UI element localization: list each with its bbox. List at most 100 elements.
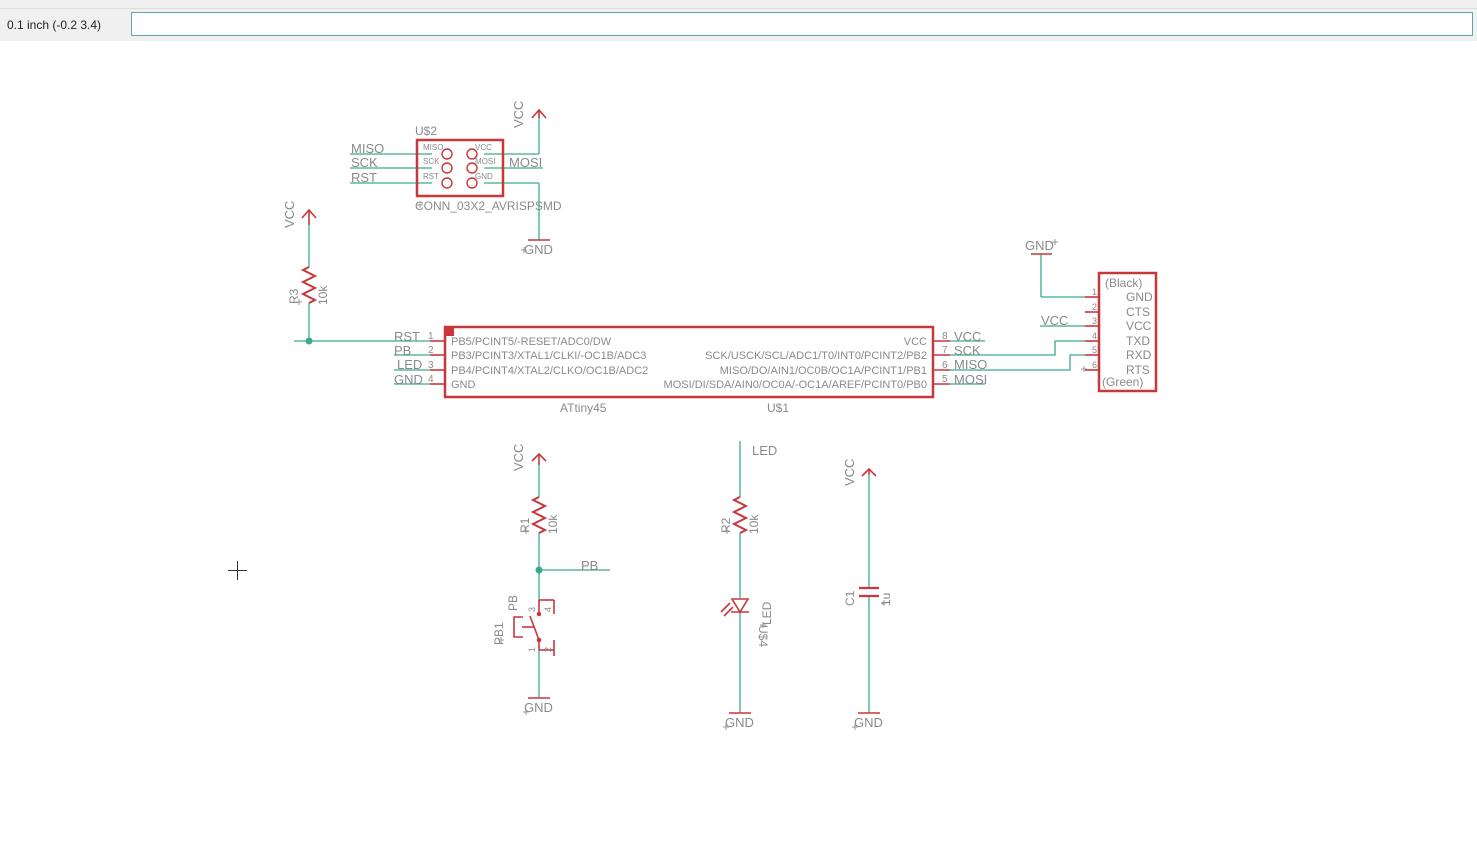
pin-number: 1: [1092, 287, 1097, 297]
gnd-label: GND: [524, 700, 553, 715]
part-value: CONN_03X2_AVRISPSMD: [415, 199, 562, 213]
isp-connector-u2[interactable]: MISO VCC SCK MOSI RST GND U$2 CONN_03X2_…: [415, 124, 562, 213]
net-label: VCC: [954, 329, 981, 344]
pin-function: PB5/PCINT5/-RESET/ADC0/DW: [451, 336, 612, 348]
pin-number: 3: [527, 607, 537, 612]
pin-number: 5: [1092, 345, 1097, 355]
pushbutton-pb1[interactable]: [513, 599, 555, 656]
pin-label: TXD: [1126, 334, 1150, 348]
net-label: RST: [394, 329, 420, 344]
pin-number: 3: [1092, 316, 1097, 326]
pin-label: SCK: [423, 157, 440, 166]
pin-function: PB3/PCINT3/XTAL1/CLKI/-OC1B/ADC3: [451, 350, 646, 362]
net-label: MISO: [351, 141, 384, 156]
net-label: VCC: [1041, 313, 1068, 328]
pin-label: GND: [1126, 290, 1153, 304]
capacitor-c1[interactable]: [859, 586, 879, 598]
command-line-input[interactable]: [131, 12, 1473, 36]
pin-number: 4: [543, 607, 553, 612]
junction-dots: [305, 337, 543, 574]
led-u4[interactable]: [720, 598, 750, 617]
part-name: U$1: [767, 401, 789, 415]
command-toolbar: 0.1 inch (-0.2 3.4): [0, 9, 1477, 41]
part-value: PB: [506, 595, 520, 611]
part-name: PB1: [492, 622, 506, 645]
vcc-label: VCC: [511, 444, 526, 471]
crosshair-cursor-icon: [228, 561, 247, 580]
pin-label: RST: [423, 172, 439, 181]
pin-number: 7: [942, 345, 948, 356]
pin-number: 6: [942, 360, 948, 371]
pin-number: 6: [1092, 360, 1097, 370]
origin-crosses: [296, 202, 1087, 730]
ftdi-top-label: (Black): [1105, 276, 1142, 290]
vcc-label: VCC: [511, 101, 526, 128]
vcc-symbol[interactable]: [301, 208, 317, 225]
pin-label: RXD: [1126, 348, 1152, 362]
part-value: ATtiny45: [560, 401, 607, 415]
pin-function: VCC: [904, 336, 927, 348]
part-name: U$2: [415, 124, 437, 138]
net-label: MOSI: [954, 372, 987, 387]
net-label: SCK: [351, 155, 378, 170]
pin-label: CTS: [1126, 305, 1150, 319]
junction-dot: [535, 566, 543, 574]
gnd-label: GND: [854, 715, 883, 730]
pin-label: RTS: [1126, 363, 1150, 377]
pin-number: 1: [428, 331, 434, 342]
gnd-label: GND: [725, 715, 754, 730]
pin-function: SCK/USCK/SCL/ADC1/T0/INT0/PCINT2/PB2: [705, 350, 927, 362]
part-name: R2: [719, 517, 733, 533]
pin-label: MISO: [423, 143, 443, 152]
pin-number: 3: [428, 360, 434, 371]
vcc-label: VCC: [842, 459, 857, 486]
pin-label: GND: [475, 172, 493, 181]
schematic-canvas[interactable]: MISO VCC SCK MOSI RST GND U$2 CONN_03X2_…: [0, 41, 1477, 842]
net-label: MOSI: [509, 155, 542, 170]
gnd-label: GND: [524, 242, 553, 257]
pin-number: 4: [1092, 331, 1097, 341]
net-label: GND: [394, 372, 423, 387]
net-label: LED: [752, 443, 777, 458]
part-value: 1u: [879, 593, 893, 606]
part-value: 10k: [747, 514, 761, 534]
net-label: MISO: [954, 357, 987, 372]
pin-label: VCC: [1126, 319, 1152, 333]
junction-dot: [305, 337, 313, 345]
part-name: R1: [518, 517, 532, 533]
pin-function: PB4/PCINT4/XTAL2/CLKO/OC1B/ADC2: [451, 365, 648, 377]
pin-number: 4: [428, 374, 434, 385]
net-wires: [294, 118, 1085, 713]
pin-function: MISO/DO/AIN1/OC0B/OC1A/PCINT1/PB1: [720, 365, 927, 377]
vcc-symbol[interactable]: [861, 467, 877, 477]
net-label: PB: [581, 558, 598, 573]
ftdi-header[interactable]: (Black) (Green) GND CTS VCC TXD RXD RTS …: [1085, 271, 1158, 393]
net-label: PB: [394, 343, 411, 358]
pin-label: MOSI: [475, 157, 495, 166]
vcc-symbol[interactable]: [531, 452, 547, 465]
net-label: RST: [351, 170, 377, 185]
coordinate-readout: 0.1 inch (-0.2 3.4): [7, 18, 102, 32]
pin-function: GND: [451, 379, 476, 391]
pin-function: MOSI/DI/SDA/AIN0/OC0A/-OC1A/AREF/PCINT0/…: [664, 379, 927, 391]
part-name: R3: [287, 288, 301, 304]
net-label: LED: [397, 357, 422, 372]
pin-number: 2: [1092, 302, 1097, 312]
vcc-symbol[interactable]: [531, 108, 547, 119]
pin-number: 1: [527, 647, 537, 652]
part-name: C1: [843, 590, 857, 606]
resistor-r1[interactable]: [530, 496, 548, 534]
part-value: LED: [760, 601, 774, 625]
resistor-r3[interactable]: [300, 266, 318, 304]
net-label: SCK: [954, 343, 981, 358]
pin-number: 2: [543, 647, 553, 652]
part-value: 10k: [546, 514, 560, 534]
ftdi-bottom-label: (Green): [1102, 375, 1143, 389]
attiny45-u1[interactable]: PB5/PCINT5/-RESET/ADC0/DW PB3/PCINT3/XTA…: [394, 325, 987, 415]
pin-number: 2: [428, 345, 434, 356]
net-label: GND: [1025, 238, 1054, 253]
pin-label: VCC: [475, 143, 492, 152]
pin-number: 8: [942, 331, 948, 342]
resistor-r2[interactable]: [731, 496, 749, 534]
part-name: U$4: [756, 625, 770, 647]
